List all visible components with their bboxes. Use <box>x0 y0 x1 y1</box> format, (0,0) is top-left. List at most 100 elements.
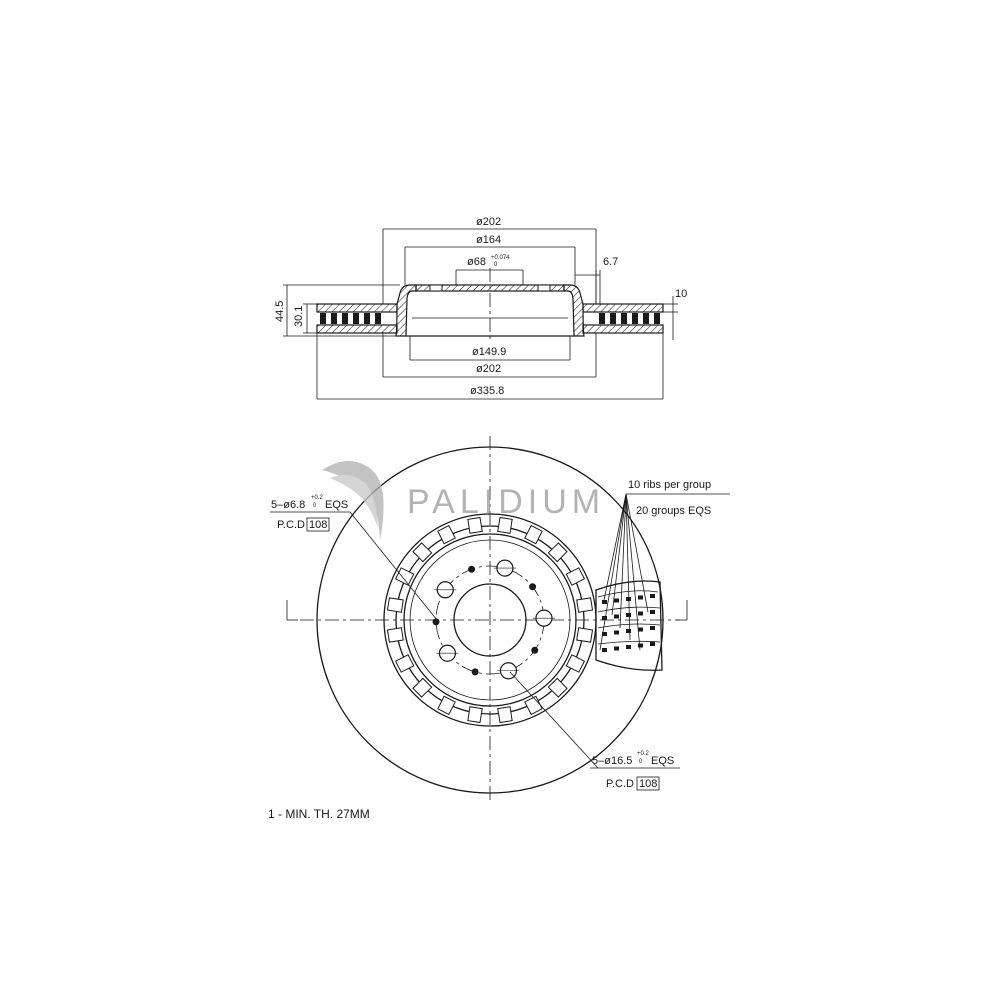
palidium-logo: PALIDIUM <box>322 461 605 540</box>
dim-d335-8: ø335.8 <box>316 333 664 400</box>
left-friction-ring <box>316 303 398 334</box>
rib-detail-mark <box>614 614 619 619</box>
rib-detail-mark <box>638 627 643 632</box>
dim-10: 10 <box>663 288 687 340</box>
vent-slot <box>565 567 586 586</box>
locating-hole <box>468 565 476 573</box>
rib-detail-mark <box>602 616 607 620</box>
vent-slot <box>524 695 543 716</box>
rib-detail-mark <box>638 643 643 648</box>
dim-30-1: 30.1 <box>293 303 317 334</box>
dim-d335-8-label: ø335.8 <box>470 385 504 397</box>
big-pcd-value: 108 <box>639 778 657 790</box>
rib-detail-mark <box>602 600 607 604</box>
rib-detail-mark <box>602 648 607 652</box>
rib-detail-mark <box>650 610 655 614</box>
hat-top-plate <box>415 284 565 292</box>
dim-d68: ø68 +0.074 0 <box>455 255 524 285</box>
rib-detail-mark <box>602 632 607 636</box>
right-vent-ribs <box>599 313 660 324</box>
dim-44-5: 44.5 <box>274 284 400 337</box>
right-friction-ring <box>582 303 664 334</box>
locating-hole <box>432 618 440 626</box>
rib-detail-mark <box>650 642 655 646</box>
vent-slot <box>547 542 568 563</box>
dim-d164: ø164 <box>404 234 576 285</box>
big-hole-leader: 5–ø16.5 +0.2 0 EQS P.C.D 108 <box>509 671 680 791</box>
locating-hole <box>531 646 539 654</box>
logo-wordmark: PALIDIUM <box>407 483 605 521</box>
dim-d202-bottom-label: ø202 <box>476 363 501 375</box>
rib-detail-mark <box>614 630 619 635</box>
small-pcd-value: 108 <box>309 519 327 531</box>
vent-slot <box>524 524 543 545</box>
vent-slot <box>565 654 586 673</box>
hat-left-wall <box>395 284 417 337</box>
dim-30-1-label: 30.1 <box>293 306 305 327</box>
big-holes-tol: +0.2 <box>637 751 650 757</box>
small-pcd-label: P.C.D <box>277 519 305 531</box>
vent-slot <box>386 597 404 613</box>
vent-slot <box>394 654 415 673</box>
vent-slot <box>547 677 568 698</box>
locating-hole <box>529 583 537 591</box>
dim-d149-9: ø149.9 <box>409 336 571 361</box>
vent-slot <box>412 542 433 563</box>
hat-face-ring <box>409 539 571 701</box>
vent-slot <box>467 516 483 534</box>
big-holes-tol-low: 0 <box>639 759 643 765</box>
dim-d164-label: ø164 <box>476 234 501 246</box>
big-holes-eqs: EQS <box>651 755 674 767</box>
vent-slot <box>386 627 404 643</box>
dim-d68-label: ø68 <box>467 256 486 268</box>
small-holes-label: 5–ø6.8 <box>271 499 305 511</box>
rib-detail-mark <box>626 645 631 649</box>
logo-swoosh-icon <box>322 461 384 540</box>
vent-slot <box>467 706 483 724</box>
rib-detail-mark <box>638 595 643 600</box>
dim-d202-bottom: ø202 <box>382 333 597 378</box>
hat-right-wall <box>563 284 585 337</box>
rib-detail-mark <box>638 611 643 616</box>
dim-6-7: 6.7 <box>575 256 618 304</box>
rib-detail-mark <box>626 629 631 633</box>
vent-slot <box>497 516 513 534</box>
ribs-leader: 10 ribs per group 20 groups EQS <box>599 479 730 651</box>
center-bore <box>453 583 527 657</box>
vent-slot <box>437 695 456 716</box>
left-vent-ribs <box>320 313 381 324</box>
dim-d149-9-label: ø149.9 <box>472 346 506 358</box>
small-holes-tol-low: 0 <box>313 503 317 509</box>
section-view: ø202 ø164 ø68 +0.074 0 6.7 <box>274 216 687 400</box>
locating-hole <box>471 668 479 676</box>
big-holes-label: 5–ø16.5 <box>592 755 632 767</box>
vent-slots <box>386 516 594 724</box>
vent-slot <box>576 627 594 643</box>
disc-outer-edge <box>316 446 664 794</box>
vent-slot <box>576 597 594 613</box>
vent-slot <box>497 706 513 724</box>
dim-44-5-label: 44.5 <box>274 301 286 322</box>
ribs-note-1: 10 ribs per group <box>628 479 711 491</box>
dim-d68-tol-low: 0 <box>494 262 498 268</box>
dim-6-7-label: 6.7 <box>603 256 618 268</box>
locating-holes <box>432 565 539 676</box>
small-holes-eqs: EQS <box>325 499 348 511</box>
vent-slot <box>394 567 415 586</box>
hat-vent-ring <box>395 525 585 715</box>
rib-detail-mark <box>626 613 631 617</box>
small-hole-leader: 5–ø6.8 +0.2 0 EQS P.C.D 108 <box>270 495 438 621</box>
big-pcd-label: P.C.D <box>606 778 634 790</box>
front-view: 10 ribs per group 20 groups EQS 5–ø6.8 +… <box>268 436 730 821</box>
hat-inner-ring <box>403 533 577 707</box>
small-holes-tol: +0.2 <box>311 495 324 501</box>
vent-slot <box>412 677 433 698</box>
rib-detail-mark <box>614 646 619 651</box>
wheel-stud-holes <box>434 559 555 680</box>
rib-detail-mark <box>650 626 655 630</box>
ribs-note-2: 20 groups EQS <box>636 505 711 517</box>
dim-d202-top-label: ø202 <box>476 216 501 228</box>
rib-detail-mark <box>650 594 655 598</box>
dim-d68-tol: +0.074 <box>491 255 510 261</box>
